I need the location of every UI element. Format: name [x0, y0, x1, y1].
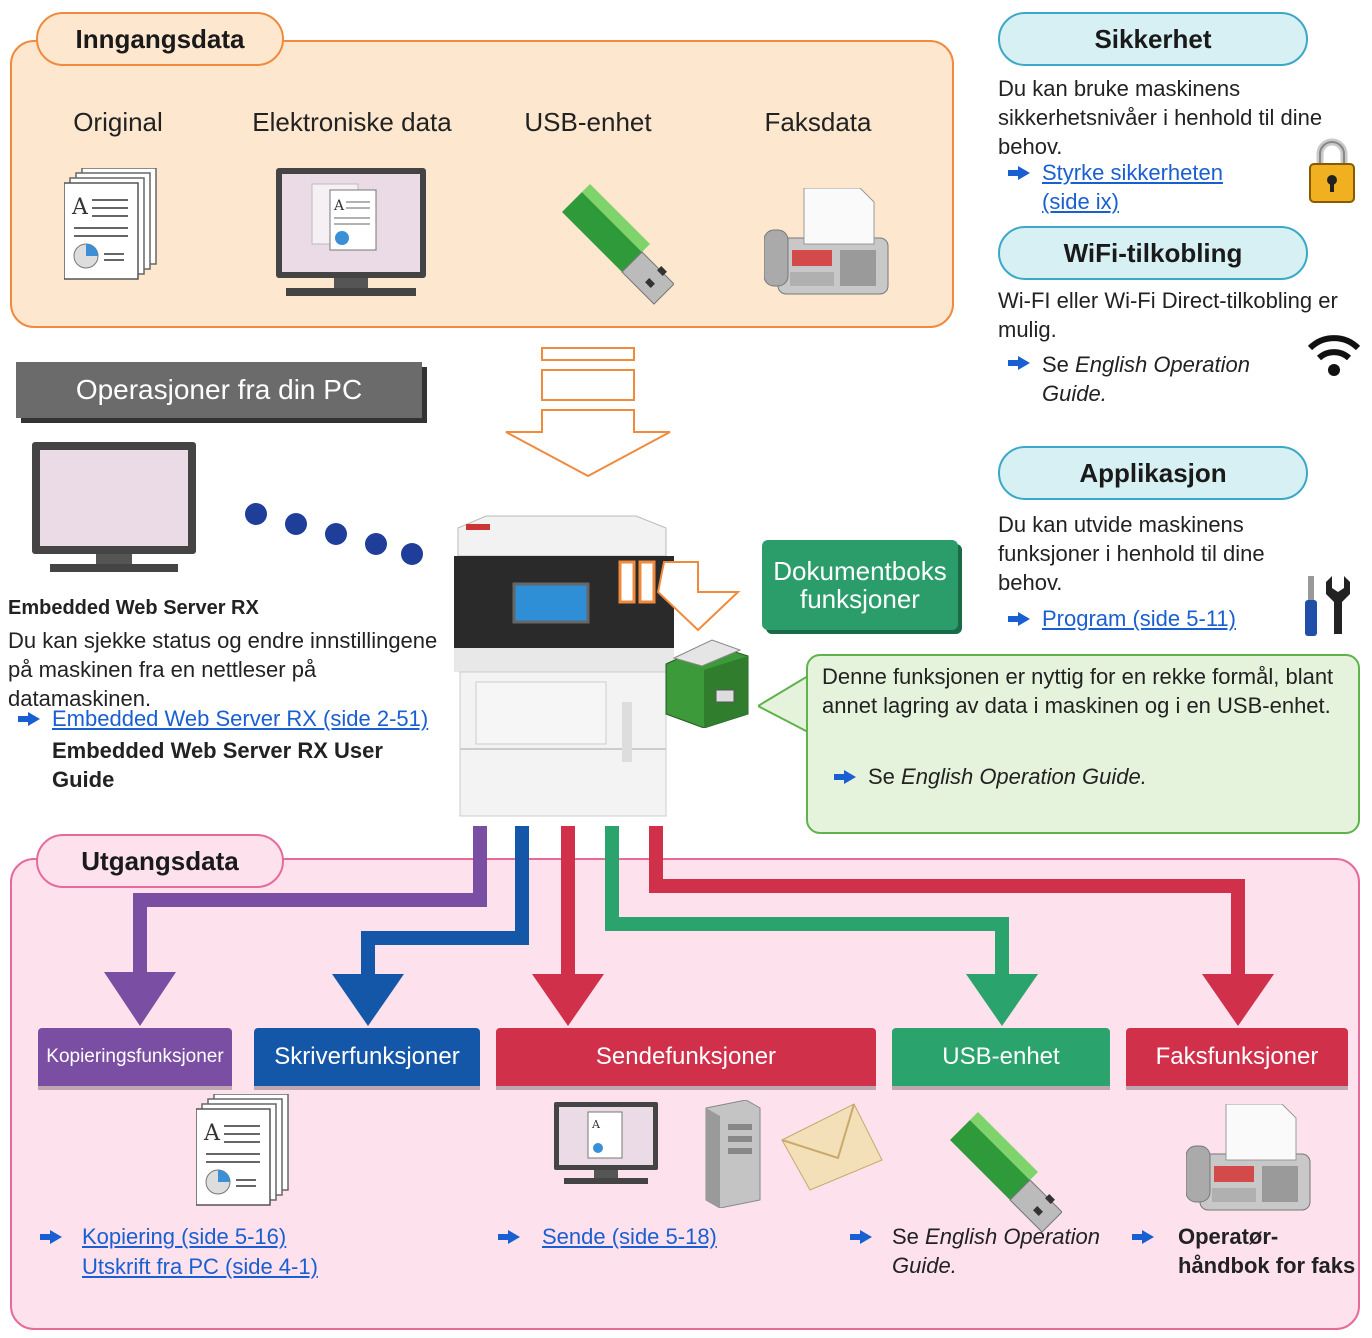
- ref-guide: English Operation: [1075, 352, 1250, 377]
- arrow-bullet-icon: [1008, 612, 1030, 626]
- source-electronic-label: Elektroniske data: [252, 107, 452, 137]
- ref-guide-end: Guide.: [892, 1253, 957, 1278]
- arrow-bullet-icon: [1008, 166, 1030, 180]
- ews-description: Du kan sjekke status og endre innstillin…: [8, 628, 438, 711]
- fax-machine-icon: [1186, 1104, 1311, 1211]
- send-link[interactable]: Sende (side 5-18): [542, 1224, 717, 1249]
- application-link[interactable]: Program (side 5-11): [1042, 606, 1236, 631]
- input-flow-arrow: [505, 347, 671, 478]
- file-box-icon: [665, 639, 749, 728]
- ews-heading: Embedded Web Server RX: [8, 597, 259, 619]
- ref-guide-end: Guide.: [1042, 381, 1107, 406]
- security-link[interactable]: Styrke sikkerheten: [1042, 160, 1223, 185]
- arrow-bullet-icon: [1008, 356, 1030, 370]
- computer-monitor-icon: [32, 442, 196, 572]
- connection-dots: [245, 503, 423, 565]
- arrow-bullet-icon: [834, 770, 856, 784]
- dest-print-box: Skriverfunksjoner: [254, 1028, 480, 1086]
- mfp-printer-icon: [454, 515, 674, 817]
- docbox-ref: Se English Operation Guide.: [868, 762, 1147, 791]
- arrow-bullet-icon: [850, 1230, 872, 1244]
- security-text: Du kan bruke maskinens sikkerhetsnivåer …: [998, 76, 1323, 159]
- dest-copy-box: Kopieringsfunksjoner: [38, 1028, 232, 1086]
- ews-user-guide: Embedded Web Server RX User Guide: [52, 738, 383, 792]
- envelope-icon: [781, 1103, 883, 1191]
- security-title: Sikkerhet: [998, 12, 1308, 66]
- source-fax-label: Faksdata: [764, 107, 872, 137]
- fax-guide-line2: håndbok for faks: [1178, 1253, 1356, 1278]
- svg-text:A: A: [333, 198, 345, 214]
- ref-guide: English Operation Guide.: [901, 764, 1147, 789]
- application-text: Du kan utvide maskinens funksjoner i hen…: [998, 512, 1265, 595]
- dest-fax-box: Faksfunksjoner: [1126, 1028, 1348, 1086]
- copy-link[interactable]: Kopiering (side 5-16): [82, 1224, 287, 1249]
- security-link-page[interactable]: (side ix): [1042, 189, 1120, 214]
- ref-prefix: Se: [892, 1224, 919, 1249]
- arrow-bullet-icon: [1132, 1230, 1154, 1244]
- wifi-title: WiFi-tilkobling: [998, 226, 1308, 280]
- output-flow-arrows: [104, 826, 1274, 1026]
- docbox-line1: Dokumentboks: [773, 556, 947, 586]
- tools-icon: [1305, 576, 1350, 636]
- fax-guide: Operatør-håndbok for faks: [1178, 1222, 1370, 1280]
- usb-drive-icon: [950, 1111, 1062, 1233]
- ref-prefix: Se: [868, 764, 895, 789]
- input-data-title: Inngangsdata: [36, 12, 284, 66]
- callout-pointer: [758, 676, 809, 733]
- arrow-bullet-icon: [40, 1230, 62, 1244]
- docbox-line2: funksjoner: [800, 584, 920, 614]
- output-data-title: Utgangsdata: [36, 834, 284, 888]
- print-link[interactable]: Utskrift fra PC (side 4-1): [82, 1254, 318, 1279]
- monitor-document-icon: A: [276, 168, 426, 296]
- application-title: Applikasjon: [998, 446, 1308, 500]
- docbox-callout: [806, 654, 1360, 834]
- mfp-to-docbox-arrow: [618, 560, 741, 632]
- pc-operations-title: Operasjoner fra din PC: [16, 362, 422, 418]
- server-tower-icon: [705, 1100, 761, 1208]
- docbox-callout-text: Denne funksjonen er nyttig for en rekke …: [822, 664, 1334, 718]
- ref-guide: English Operation: [925, 1224, 1100, 1249]
- fax-machine-icon: [764, 188, 889, 295]
- fax-guide-line1: Operatør-: [1178, 1224, 1279, 1249]
- padlock-icon: [1309, 138, 1355, 203]
- document-stack-icon: [64, 168, 157, 280]
- source-original-label: Original: [73, 107, 163, 137]
- dest-usb-box: USB-enhet: [892, 1028, 1110, 1086]
- wifi-text: Wi-FI eller Wi-Fi Direct-tilkobling er m…: [998, 288, 1338, 342]
- arrow-bullet-icon: [18, 712, 40, 726]
- dest-send-box: Sendefunksjoner: [496, 1028, 876, 1086]
- usb-drive-icon: [562, 183, 674, 305]
- source-usb-label: USB-enhet: [524, 107, 652, 137]
- document-stack-icon: [196, 1094, 289, 1206]
- wifi-icon: [1307, 335, 1361, 376]
- svg-text:A: A: [591, 1118, 601, 1131]
- monitor-document-icon: A: [554, 1102, 658, 1184]
- arrow-bullet-icon: [498, 1230, 520, 1244]
- ews-link[interactable]: Embedded Web Server RX (side 2-51): [52, 706, 429, 731]
- ref-prefix: Se: [1042, 352, 1069, 377]
